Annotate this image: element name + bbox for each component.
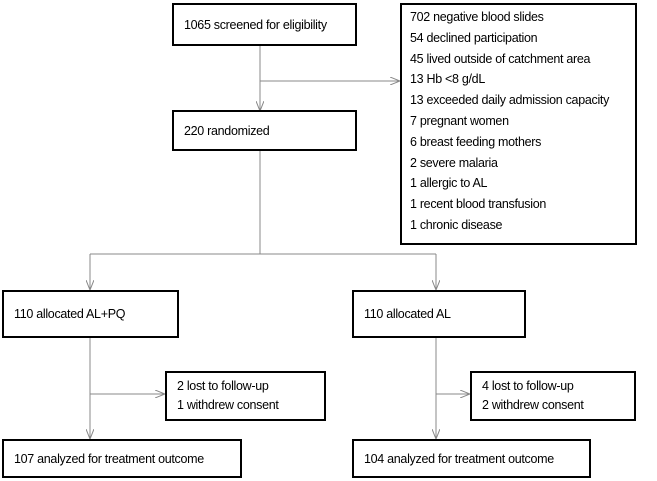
screened-box: 1065 screened for eligibility (172, 3, 357, 46)
exclusion-item: 1 recent blood transfusion (410, 197, 547, 212)
exclusion-item: 6 breast feeding mothers (410, 134, 542, 149)
left-losses-box: 2 lost to follow-up 1 withdrew consent (165, 371, 326, 421)
exclusion-item: 1 allergic to AL (410, 176, 488, 191)
exclusion-item: 1 chronic disease (410, 217, 503, 232)
randomized-box: 220 randomized (172, 110, 357, 151)
exclusion-item: 13 exceeded daily admission capacity (410, 93, 610, 108)
exclusion-item: 54 declined participation (410, 30, 538, 45)
left-analyzed-box: 107 analyzed for treatment outcome (2, 439, 242, 478)
exclusion-item: 7 pregnant women (410, 113, 509, 128)
exclusion-item: 13 Hb <8 g/dL (410, 72, 485, 87)
right-allocated-label: 110 allocated AL (364, 307, 451, 321)
left-loss-item: 1 withdrew consent (177, 398, 279, 412)
right-losses-box: 4 lost to follow-up 2 withdrew consent (470, 371, 636, 421)
screened-label: 1065 screened for eligibility (184, 17, 327, 32)
right-allocated-box: 110 allocated AL (352, 290, 526, 338)
right-analyzed-label: 104 analyzed for treatment outcome (364, 451, 554, 466)
exclusion-item: 45 lived outside of catchment area (410, 51, 591, 66)
left-analyzed-label: 107 analyzed for treatment outcome (14, 451, 204, 466)
exclusions-box: 702 negative blood slides 54 declined pa… (400, 3, 637, 245)
left-allocated-label: 110 allocated AL+PQ (14, 307, 126, 321)
left-loss-item: 2 lost to follow-up (177, 379, 269, 393)
left-allocated-box: 110 allocated AL+PQ (2, 290, 179, 338)
randomized-label: 220 randomized (184, 123, 270, 138)
right-loss-item: 4 lost to follow-up (482, 379, 574, 393)
exclusion-item: 702 negative blood slides (410, 10, 544, 24)
exclusion-item: 2 severe malaria (410, 155, 498, 170)
right-loss-item: 2 withdrew consent (482, 398, 584, 412)
right-analyzed-box: 104 analyzed for treatment outcome (352, 439, 591, 478)
